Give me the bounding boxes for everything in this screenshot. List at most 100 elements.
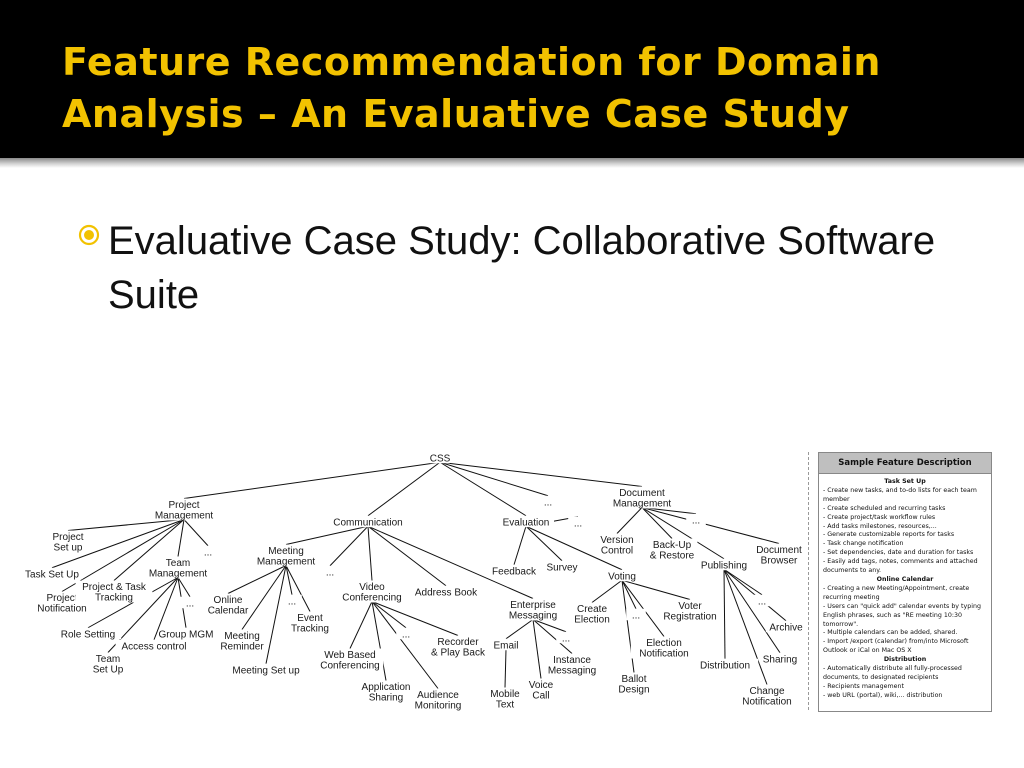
tree-node-label-line: Survey (546, 562, 577, 573)
tree-node-label: Email (493, 640, 518, 651)
panel-feature-item: - Automatically distribute all fully-pro… (823, 665, 962, 681)
tree-node-label-line: Voter (678, 601, 702, 612)
tree-node-label-line: Management (613, 499, 672, 510)
tree-node-label-line: Control (601, 546, 633, 557)
tree-node-label: ... (326, 567, 334, 578)
tree-node-label-line: Set Up (93, 665, 124, 676)
tree-node-label-line: Online (214, 595, 243, 606)
tree-edge-css-doc (439, 461, 643, 487)
tree-node-label: Publishing (701, 560, 747, 571)
tree-node-archive: Archive (765, 620, 805, 633)
tree-node-more-comm: ... (320, 565, 340, 578)
tree-node-recorder: Recorder& Play Back (427, 635, 489, 659)
tree-node-label-line: Tracking (95, 593, 133, 604)
tree-node-label-line: Sharing (763, 654, 797, 665)
tree-node-label-line: Conferencing (342, 593, 401, 604)
tree-edge-voting-elec_notif (621, 579, 665, 637)
tree-node-label: Distribution (700, 660, 750, 671)
tree-node-label-line: Set up (54, 543, 83, 554)
tree-edge-publishing-sharing (723, 568, 781, 654)
radio-bullet-icon (78, 224, 100, 246)
tree-node-css: CSS (430, 451, 451, 464)
tree-edge-enterprise-voice (532, 619, 542, 679)
tree-node-label-line: & Play Back (431, 648, 486, 659)
tree-node-label-line: ... (186, 598, 194, 609)
tree-edge-comm-more_comm (329, 525, 369, 567)
tree-node-label: Survey (546, 562, 577, 573)
tree-node-label-line: Meeting Set up (232, 665, 300, 676)
tree-node-label-line: ... (562, 633, 570, 644)
tree-edge-video-recorder (371, 601, 459, 636)
tree-node-label-line: ... (288, 596, 296, 607)
title-divider (0, 158, 1024, 168)
tree-node-label-line: Enterprise (510, 600, 556, 611)
tree-node-label-line: Text (496, 700, 515, 711)
tree-edge-css-comm (367, 461, 441, 517)
slide-title-line-2: Analysis – An Evaluative Case Study (62, 92, 850, 136)
slide-title-line-1: Feature Recommendation for Domain (62, 40, 881, 84)
tree-node-label-line: Registration (663, 612, 716, 623)
tree-edge-pm-proj_task (113, 519, 185, 581)
tree-node-label-line: Election (646, 638, 682, 649)
panel-feature-item: - web URL (portal), wiki,... distributio… (823, 691, 943, 699)
tree-node-label-line: Instance (553, 655, 591, 666)
tree-edge-team_mgmt-access (153, 577, 179, 640)
tree-edge-enterprise-instant (532, 619, 573, 654)
tree-node-more-video: ... (396, 627, 416, 640)
tree-node-label-line: Project (46, 593, 77, 604)
tree-node-comm: Communication (332, 515, 404, 528)
tree-node-distribution: Distribution (691, 658, 759, 671)
tree-node-label: ... (402, 629, 410, 640)
tree-node-label: CSS (430, 453, 451, 464)
tree-node-label-line: Communication (333, 517, 402, 528)
tree-node-label-line: Monitoring (415, 701, 462, 712)
tree-edge-css-pm (183, 461, 441, 499)
tree-edge-pm-proj_notif (61, 519, 185, 592)
tree-node-more-msg: ... (556, 631, 576, 644)
tree-edge-email-mobile (504, 649, 507, 688)
panel-feature-item: - Multiple calendars can be added, share… (823, 629, 958, 637)
tree-node-label-line: & Restore (650, 551, 695, 562)
panel-feature-item: - Create new tasks, and to-do lists for … (823, 486, 977, 503)
tree-edge-css-eval (439, 461, 527, 517)
tree-node-label: ... (544, 497, 552, 508)
tree-edge-video-audience (371, 601, 439, 689)
panel-feature-item: - Create scheduled and recurring tasks (823, 504, 946, 512)
tree-edge-comm-enterprise (367, 525, 534, 599)
tree-node-label: ... (574, 518, 582, 529)
tree-node-label: Archive (769, 622, 803, 633)
tree-node-label: Back-Up& Restore (650, 540, 695, 562)
tree-edge-voting-voter_reg (621, 579, 691, 600)
panel-feature-item: - Creating a new Meeting/Appointment, cr… (823, 584, 970, 601)
tree-node-label: ... (204, 547, 212, 558)
tree-node-label-line: Ballot (621, 674, 646, 685)
tree-edge-doc-doc_browser (641, 507, 780, 544)
tree-node-label-line: Voting (608, 571, 636, 582)
tree-node-label-line: Address Book (415, 587, 478, 598)
tree-node-label-line: ... (692, 515, 700, 526)
tree-node-label-line: Audience (417, 690, 459, 701)
tree-node-label-line: Meeting (224, 631, 260, 642)
tree-node-label-line: Archive (769, 622, 803, 633)
tree-node-label-line: Conferencing (320, 661, 379, 672)
tree-edge-video-app_share (371, 601, 387, 681)
